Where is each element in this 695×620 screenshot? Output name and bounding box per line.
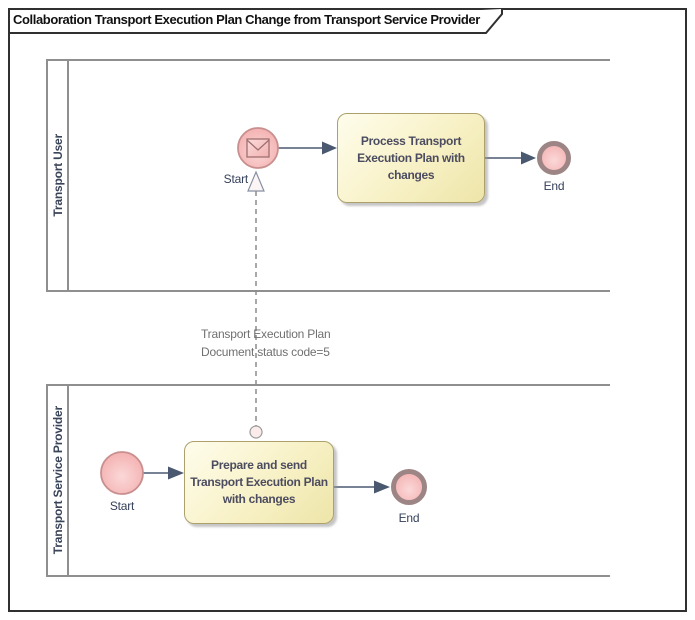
start-event-bottom[interactable]: [100, 451, 144, 495]
end-event-top-label: End: [543, 179, 565, 193]
end-event-top[interactable]: [537, 141, 571, 175]
sequence-flow-2-arrowhead: [521, 151, 536, 165]
sequence-flow-4-arrowhead: [374, 480, 390, 494]
pool-transport-user[interactable]: [46, 59, 610, 292]
pool-transport-service-provider[interactable]: [46, 384, 610, 577]
sequence-flow-3-arrowhead: [168, 466, 184, 480]
end-event-bottom[interactable]: [391, 469, 427, 505]
message-flow-source-circle: [249, 425, 263, 439]
diagram-frame: [8, 8, 687, 612]
envelope-flap-icon: [246, 139, 270, 151]
envelope-icon: [246, 138, 270, 158]
message-flow-arrowhead: [247, 170, 265, 192]
task-process-transport-execution-plan[interactable]: Process Transport Execution Plan with ch…: [337, 113, 485, 203]
lane-label-transport-service-provider: Transport Service Provider: [50, 406, 65, 555]
start-event-bottom-label: Start: [109, 499, 135, 513]
task-label: Process Transport Execution Plan with ch…: [357, 133, 465, 182]
message-flow-label: Transport Execution Plan Document status…: [201, 327, 331, 359]
lane-label-transport-user: Transport User: [50, 134, 65, 217]
task-label: Prepare and send Transport Execution Pla…: [190, 458, 328, 506]
end-event-bottom-label: End: [398, 511, 420, 525]
start-event-top-label: Start: [223, 172, 249, 186]
diagram-title: Collaboration Transport Execution Plan C…: [13, 12, 480, 27]
sequence-flow-1-arrowhead: [322, 141, 337, 155]
title-tab: [9, 9, 503, 34]
task-prepare-and-send-transport-execution-plan[interactable]: Prepare and send Transport Execution Pla…: [184, 441, 334, 524]
